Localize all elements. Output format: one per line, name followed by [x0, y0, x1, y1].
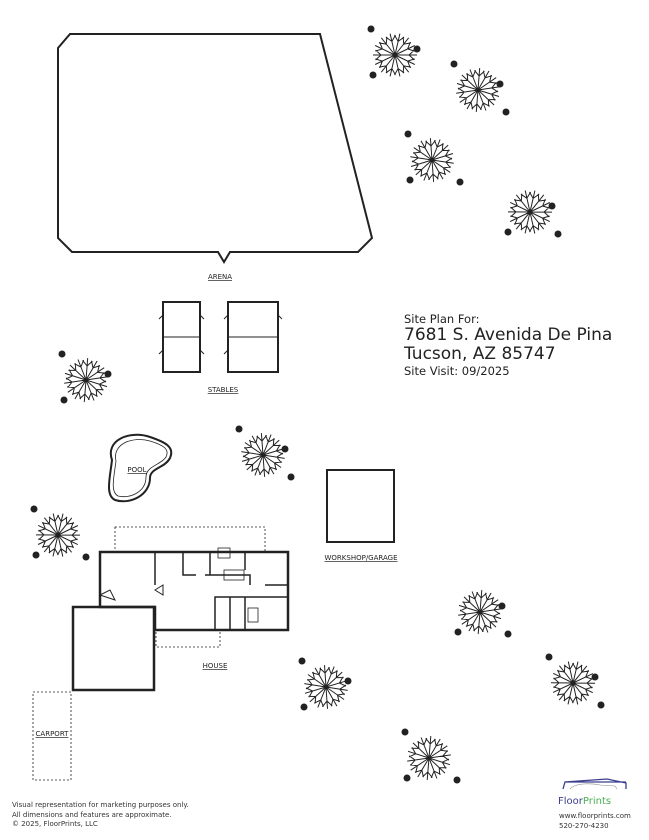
address-line1: 7681 S. Avenida De Pina — [404, 325, 613, 345]
tree-icon — [450, 60, 510, 116]
shrub-icon — [367, 25, 375, 33]
phone-number: 520-270-4230 — [559, 822, 609, 830]
shrub-icon — [403, 774, 411, 782]
stables-label: STABLES — [208, 386, 239, 394]
house-label: HOUSE — [203, 662, 228, 670]
title-heading: Site Plan For: — [404, 312, 480, 326]
tree-icon — [30, 505, 90, 561]
shrub-icon — [548, 202, 556, 210]
tree-icon — [58, 350, 112, 404]
shrub-icon — [406, 176, 414, 184]
arena-outline — [57, 33, 374, 264]
disclaimer-line2: All dimensions and features are approxim… — [12, 810, 172, 819]
tree-icon — [504, 190, 562, 238]
shrub-icon — [104, 370, 112, 378]
shrub-icon — [82, 553, 90, 561]
disclaimer-line1: Visual representation for marketing purp… — [12, 801, 189, 809]
shrub-icon — [498, 602, 506, 610]
shrub-icon — [401, 728, 409, 736]
disclaimer: Visual representation for marketing purp… — [12, 801, 189, 830]
workshop-outline — [326, 469, 395, 543]
shrub-icon — [591, 673, 599, 681]
tree-icon — [404, 130, 464, 186]
address-line2: Tucson, AZ 85747 — [404, 344, 556, 364]
shrub-icon — [496, 80, 504, 88]
pool-outline — [108, 433, 173, 503]
shrub-icon — [30, 505, 38, 513]
shrub-icon — [300, 703, 308, 711]
shrub-icon — [32, 551, 40, 559]
shrub-icon — [454, 628, 462, 636]
carport-outline — [32, 691, 72, 781]
website-link[interactable]: www.floorprints.com — [559, 812, 631, 820]
shrub-icon — [369, 71, 377, 79]
pool-label: POOL — [127, 466, 146, 474]
house-plan — [71, 526, 290, 692]
tree-icon — [454, 590, 512, 638]
tree-icon — [545, 653, 605, 709]
shrub-icon — [413, 45, 421, 53]
tree-icon — [298, 657, 352, 711]
shrub-icon — [287, 473, 295, 481]
arena-label: ARENA — [208, 273, 232, 281]
tree-icon — [235, 425, 295, 481]
shrub-icon — [502, 108, 510, 116]
tree-icon — [367, 25, 421, 79]
shrub-icon — [504, 630, 512, 638]
title-block: Site Plan For: 7681 S. Avenida De Pina T… — [404, 312, 612, 378]
stables — [158, 301, 283, 373]
shrub-icon — [404, 130, 412, 138]
shrub-icon — [554, 230, 562, 238]
site-visit-date: Site Visit: 09/2025 — [404, 364, 510, 378]
tree-icon — [401, 728, 461, 784]
workshop-label: WORKSHOP/GARAGE — [325, 554, 398, 562]
shrub-icon — [597, 701, 605, 709]
shrub-icon — [298, 657, 306, 665]
shrub-icon — [281, 445, 289, 453]
shrub-icon — [545, 653, 553, 661]
copyright: © 2025, FloorPrints, LLC — [12, 820, 98, 828]
shrub-icon — [450, 60, 458, 68]
shrub-icon — [60, 396, 68, 404]
shrub-icon — [504, 228, 512, 236]
shrub-icon — [344, 677, 352, 685]
shrub-icon — [456, 178, 464, 186]
contact-info: www.floorprints.com 520-270-4230 — [559, 811, 631, 831]
floorprints-logo: FloorPrints — [558, 778, 627, 807]
shrub-icon — [58, 350, 66, 358]
shrub-icon — [453, 776, 461, 784]
shrub-icon — [235, 425, 243, 433]
carport-label: CARPORT — [36, 730, 70, 738]
svg-text:FloorPrints: FloorPrints — [558, 796, 611, 807]
